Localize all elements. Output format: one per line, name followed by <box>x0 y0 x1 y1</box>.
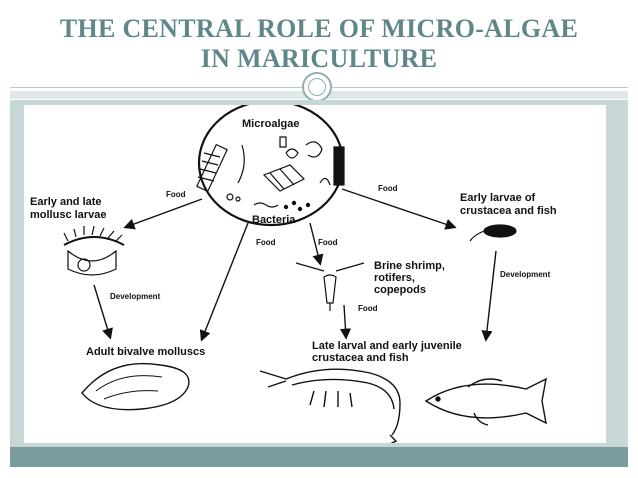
divider-circle-inner <box>308 78 326 96</box>
food-label-right: Food <box>378 184 398 193</box>
fish-illustration <box>424 377 547 426</box>
arrow-to-crustacea-larvae <box>341 188 457 230</box>
brine-shrimp-line3: copepods <box>374 284 426 296</box>
crustacea-larvae-line2: crustacea and fish <box>460 205 557 217</box>
copepod-illustration <box>295 262 365 311</box>
brine-shrimp-line2: rotifers, <box>374 272 415 284</box>
mollusc-larvae-line2: mollusc larvae <box>30 209 106 221</box>
food-web-diagram: Microalgae Bacteria Food Food Food Food … <box>24 99 606 446</box>
microalgae-label: Microalgae <box>242 118 299 130</box>
shrimp-illustration <box>259 368 401 446</box>
divider-circle-ornament <box>302 72 332 102</box>
brine-shrimp-line1: Brine shrimp, <box>374 260 445 272</box>
arrow-to-adult-bivalves <box>199 222 249 342</box>
food-label-center: Food <box>256 238 276 247</box>
food-label-middle: Food <box>318 238 338 247</box>
development-label-left: Development <box>110 292 161 301</box>
crustacea-larvae-line1: Early larvae of <box>460 192 536 204</box>
crustacea-larva-illustration <box>469 224 517 242</box>
juvenile-line1: Late larval and early juvenile <box>312 340 462 352</box>
juvenile-line2: crustacea and fish <box>312 352 409 364</box>
food-label-left: Food <box>166 190 186 199</box>
arrow-food-to-juveniles <box>339 304 352 340</box>
development-label-right: Development <box>500 270 551 279</box>
mollusc-larvae-line1: Early and late <box>30 196 102 208</box>
arrow-to-mollusc-larvae <box>123 198 203 230</box>
microalgae-cells-illustration <box>196 136 345 212</box>
mollusc-larva-illustration <box>63 225 125 276</box>
oyster-illustration <box>81 362 190 411</box>
footer-band <box>10 447 628 467</box>
arrow-development-crustacea <box>481 250 497 342</box>
diagram-svg: Microalgae Bacteria Food Food Food Food … <box>30 99 557 446</box>
diagram-arrows <box>93 188 497 342</box>
title-line-2: IN MARICULTURE <box>200 44 438 73</box>
slide-title: THE CENTRAL ROLE OF MICRO-ALGAE IN MARIC… <box>10 14 628 74</box>
bacteria-label: Bacteria <box>252 214 296 226</box>
food-label-lower: Food <box>358 304 378 313</box>
arrow-to-brine-shrimp <box>309 222 324 266</box>
microalgae-circle <box>196 99 345 227</box>
title-line-1: THE CENTRAL ROLE OF MICRO-ALGAE <box>59 14 579 43</box>
adult-bivalves-label: Adult bivalve molluscs <box>86 346 205 358</box>
arrow-development-molluscs <box>93 284 113 340</box>
